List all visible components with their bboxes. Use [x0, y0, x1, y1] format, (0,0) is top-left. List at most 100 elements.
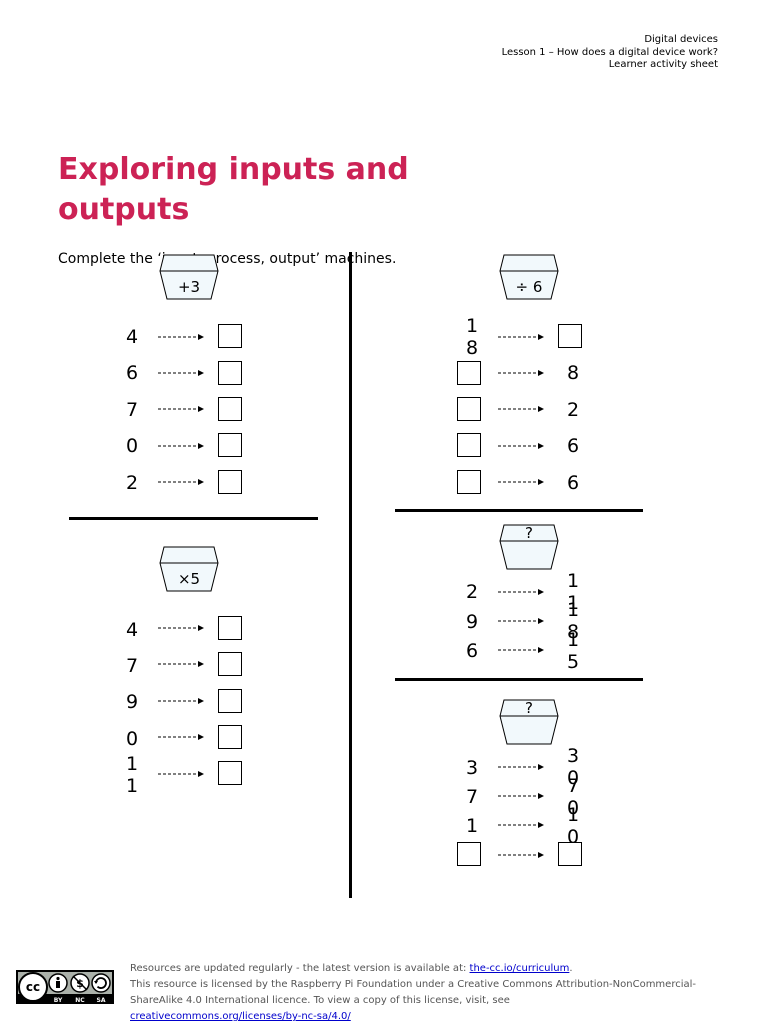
input-value: 9 [125, 691, 139, 713]
dashed-arrow-icon [498, 370, 544, 376]
input-answer-box[interactable] [457, 842, 481, 866]
machine-hopper-divide: ÷ 6 [499, 254, 559, 300]
hopper-icon [499, 254, 559, 300]
machine-hopper-mystery-1: ? [499, 524, 559, 570]
header-lesson: Lesson 1 – How does a digital device wor… [501, 46, 718, 58]
output-answer-box[interactable] [218, 361, 242, 385]
dashed-arrow-icon [158, 698, 204, 704]
input-value: 1 1 [125, 753, 139, 797]
dashed-arrow-icon [158, 334, 204, 340]
page-title-line1: Exploring inputs and [58, 152, 409, 187]
header-sheet-type: Learner activity sheet [608, 59, 718, 70]
input-value: 1 8 [465, 315, 479, 359]
input-value: 4 [125, 619, 139, 641]
cc-label-by: BY [54, 997, 63, 1004]
machine-label-add: +3 [177, 278, 201, 296]
divider-right-2 [395, 678, 643, 681]
divider-left [69, 517, 318, 520]
output-answer-box[interactable] [218, 725, 242, 749]
page-title: Exploring inputs and outputs [58, 150, 478, 230]
output-answer-box[interactable] [218, 652, 242, 676]
output-value: 2 [566, 399, 580, 421]
footer-line-3: ShareAlike 4.0 International licence. To… [130, 995, 510, 1006]
machine-hopper-multiply: ×5 [159, 546, 219, 592]
hopper-icon [159, 254, 219, 300]
dashed-arrow-icon [498, 764, 544, 770]
output-answer-box[interactable] [218, 616, 242, 640]
output-answer-box[interactable] [218, 397, 242, 421]
output-answer-box[interactable] [218, 433, 242, 457]
dashed-arrow-icon [158, 625, 204, 631]
input-value: 0 [125, 435, 139, 457]
input-value: 6 [125, 362, 139, 384]
license-link[interactable]: creativecommons.org/licenses/by-nc-sa/4.… [130, 1011, 351, 1022]
output-value: 1 1 [566, 570, 580, 614]
cc-mark: cc [26, 980, 40, 994]
dashed-arrow-icon [498, 443, 544, 449]
dashed-arrow-icon [158, 479, 204, 485]
output-answer-box[interactable] [558, 842, 582, 866]
cc-by-nc-sa-icon: cc $ BY NC SA [16, 970, 114, 1004]
input-value: 9 [465, 611, 479, 633]
cc-label-sa: SA [97, 997, 106, 1004]
document-header: Digital devices Lesson 1 – How does a di… [502, 34, 718, 72]
dashed-arrow-icon [158, 771, 204, 777]
input-value: 3 [465, 757, 479, 779]
footer-line-1: Resources are updated regularly - the la… [130, 961, 730, 977]
dashed-arrow-icon [158, 370, 204, 376]
input-value: 7 [125, 399, 139, 421]
dashed-arrow-icon [158, 443, 204, 449]
instruction-text: Complete the ‘input, process, output’ ma… [58, 251, 397, 267]
input-value: 4 [125, 326, 139, 348]
footer-line-4: creativecommons.org/licenses/by-nc-sa/4.… [130, 1009, 730, 1025]
hopper-icon [499, 699, 559, 745]
footer-update-note: Resources are updated regularly - the la… [130, 963, 470, 974]
dashed-arrow-icon [498, 822, 544, 828]
hopper-icon [499, 524, 559, 570]
output-value: 6 [566, 472, 580, 494]
input-value: 2 [125, 472, 139, 494]
dashed-arrow-icon [158, 734, 204, 740]
curriculum-link[interactable]: the-cc.io/curriculum [469, 963, 570, 974]
output-answer-box[interactable] [218, 689, 242, 713]
input-answer-box[interactable] [457, 470, 481, 494]
machine-hopper-add: +3 [159, 254, 219, 300]
input-value: 7 [465, 786, 479, 808]
output-value: 7 0 [566, 775, 580, 819]
output-value: 1 8 [566, 599, 580, 643]
dashed-arrow-icon [498, 852, 544, 858]
input-answer-box[interactable] [457, 433, 481, 457]
input-value: 7 [125, 655, 139, 677]
input-answer-box[interactable] [457, 361, 481, 385]
hopper-icon [159, 546, 219, 592]
machine-label-mystery-1: ? [525, 524, 533, 542]
machine-label-divide: ÷ 6 [515, 278, 543, 296]
dashed-arrow-icon [498, 334, 544, 340]
machine-label-mystery-2: ? [525, 699, 533, 717]
footer-period: . [569, 963, 573, 974]
divider-right-1 [395, 509, 643, 512]
machine-hopper-mystery-2: ? [499, 699, 559, 745]
dashed-arrow-icon [498, 618, 544, 624]
dashed-arrow-icon [498, 647, 544, 653]
output-value: 3 0 [566, 745, 580, 789]
dashed-arrow-icon [498, 479, 544, 485]
vertical-divider [349, 252, 352, 898]
dashed-arrow-icon [498, 406, 544, 412]
machine-label-multiply: ×5 [177, 570, 201, 588]
output-answer-box[interactable] [218, 470, 242, 494]
dashed-arrow-icon [498, 589, 544, 595]
output-answer-box[interactable] [558, 324, 582, 348]
dashed-arrow-icon [158, 406, 204, 412]
input-value: 1 [465, 815, 479, 837]
input-value: 6 [465, 640, 479, 662]
dashed-arrow-icon [158, 661, 204, 667]
output-answer-box[interactable] [218, 324, 242, 348]
input-answer-box[interactable] [457, 397, 481, 421]
output-value: 6 [566, 435, 580, 457]
output-answer-box[interactable] [218, 761, 242, 785]
dashed-arrow-icon [498, 793, 544, 799]
footer-text: Resources are updated regularly - the la… [130, 961, 730, 1025]
footer-line-2: This resource is licensed by the Raspber… [130, 979, 697, 990]
input-value: 0 [125, 728, 139, 750]
